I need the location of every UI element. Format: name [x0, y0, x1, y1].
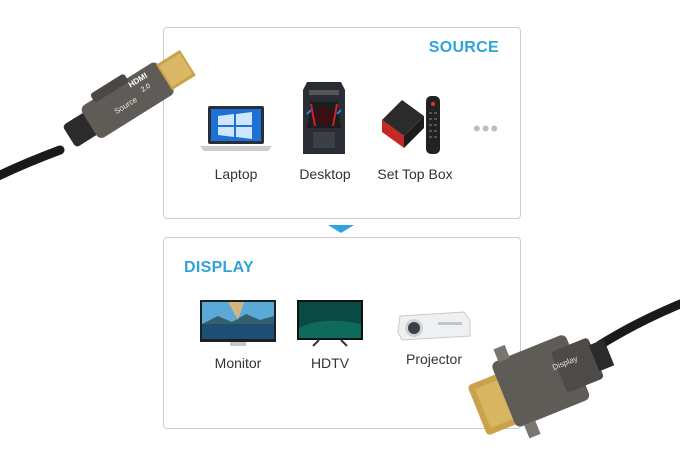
device-label: Monitor — [214, 355, 262, 371]
display-title: DISPLAY — [184, 259, 254, 276]
laptop-icon — [200, 106, 272, 151]
down-arrow-icon — [328, 225, 354, 233]
projector-icon — [397, 311, 471, 341]
device-label: HDTV — [310, 355, 350, 371]
device-label: Desktop — [299, 166, 351, 182]
monitor-icon — [200, 300, 276, 346]
device-label: Projector — [405, 351, 463, 367]
set-top-box-icon — [382, 96, 440, 154]
source-device-desktop: Desktop — [285, 80, 365, 185]
device-label: Laptop — [214, 166, 258, 182]
hdmi-version: 2.0 — [140, 83, 152, 94]
desktop-tower-icon — [303, 82, 345, 154]
display-device-projector: Projector — [394, 306, 474, 371]
display-device-hdtv: HDTV — [293, 298, 367, 373]
hdtv-icon — [297, 300, 363, 347]
device-label: Set Top Box — [377, 166, 453, 182]
source-device-laptop: Laptop — [196, 100, 276, 185]
source-title: SOURCE — [428, 39, 499, 56]
display-device-monitor: Monitor — [198, 298, 278, 373]
source-device-set-top-box: Set Top Box — [372, 90, 458, 185]
